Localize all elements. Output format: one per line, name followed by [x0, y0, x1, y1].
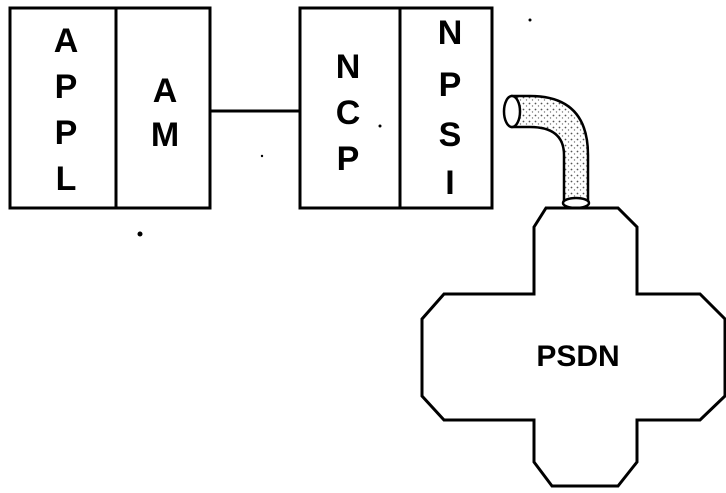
scan-speck — [379, 125, 382, 128]
front-end-box-group: N C P N P S I — [300, 8, 492, 208]
npsi-letter-1: N — [438, 14, 463, 52]
npsi-letter-4: I — [445, 164, 454, 202]
ncp-letter-3: P — [337, 140, 360, 178]
scan-speck — [138, 232, 143, 237]
npsi-letter-2: P — [439, 66, 462, 104]
ncp-letter-1: N — [336, 48, 361, 86]
am-letter-2: M — [151, 116, 179, 154]
ncp-letter-2: C — [336, 94, 361, 132]
appl-letter-1: A — [54, 22, 79, 60]
pipe-connector — [504, 96, 589, 208]
appl-letter-3: P — [55, 114, 78, 152]
psdn-label: PSDN — [536, 340, 619, 373]
pipe-top-opening — [504, 96, 520, 127]
appl-letter-2: P — [55, 68, 78, 106]
scan-speck — [529, 19, 532, 22]
appl-letter-4: L — [56, 160, 77, 198]
am-letter-1: A — [153, 72, 178, 110]
host-box-group: A P P L A M — [10, 8, 210, 208]
npsi-letter-3: S — [439, 116, 462, 154]
scan-speck — [261, 155, 263, 157]
pipe-body — [512, 96, 588, 203]
